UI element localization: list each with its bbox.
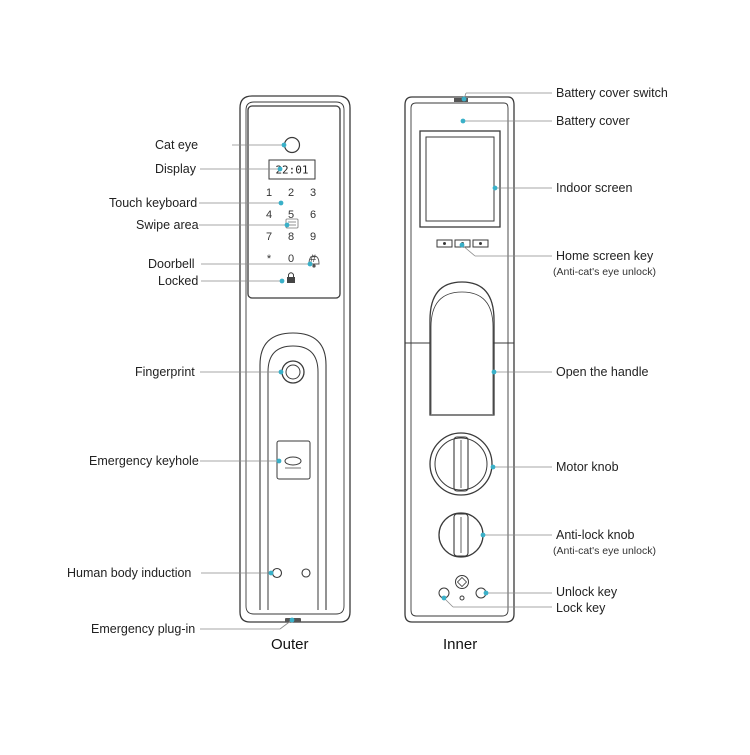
battery-cover-switch	[454, 98, 468, 102]
touch-keypad: 1 2 3 4 5 6 7 8 9 * 0 #	[266, 187, 317, 265]
fingerprint-sensor	[281, 360, 305, 384]
inner-handle	[429, 281, 495, 416]
locked-padlock-icon	[287, 272, 295, 283]
motor-knob-drawing	[429, 432, 493, 496]
keypad-key: 8	[288, 231, 294, 243]
label-motor-knob: Motor knob	[556, 460, 619, 474]
label-human-body-induction: Human body induction	[67, 566, 192, 580]
emergency-keyhole-cover	[276, 440, 311, 480]
leader-dots	[268, 96, 498, 623]
display-clock: 22:01	[275, 164, 308, 177]
label-fingerprint: Fingerprint	[135, 365, 195, 379]
human-body-induction-sensors	[271, 567, 311, 579]
doorbell-icon	[308, 255, 320, 268]
keypad-key: 2	[288, 187, 294, 199]
leader-lines	[199, 92, 552, 630]
keypad-key: 1	[266, 187, 272, 199]
caption-inner: Inner	[443, 636, 478, 653]
label-display: Display	[155, 162, 196, 176]
home-screen-keys	[436, 239, 489, 248]
keypad-key: 4	[266, 209, 272, 221]
inner-lock-body	[404, 96, 515, 623]
label-cat-eye: Cat eye	[155, 138, 199, 152]
anti-lock-knob-drawing	[438, 512, 484, 558]
label-home-screen-key: Home screen key	[556, 249, 654, 263]
label-emergency-plug-in: Emergency plug-in	[91, 622, 196, 636]
indoor-screen	[419, 130, 501, 228]
label-lock-key: Lock key	[556, 601, 606, 615]
keypad-key: #	[310, 253, 317, 265]
label-anti-lock-knob: Anti-lock knob	[556, 528, 635, 542]
label-touch-keyboard: Touch keyboard	[109, 196, 198, 210]
label-battery-cover: Battery cover	[556, 114, 630, 128]
label-emergency-keyhole: Emergency keyhole	[89, 454, 199, 468]
label-unlock-key: Unlock key	[556, 585, 618, 599]
display-window: 22:01	[268, 159, 316, 180]
keypad-key: 9	[310, 231, 316, 243]
outer-lock-body	[239, 95, 351, 623]
keypad-key: 5	[288, 209, 294, 221]
label-locked: Locked	[158, 274, 199, 288]
label-open-the-handle: Open the handle	[556, 365, 649, 379]
unlock-lock-buttons	[438, 575, 487, 601]
cat-eye-lens	[283, 136, 301, 154]
label-battery-cover-switch: Battery cover switch	[556, 86, 668, 100]
keypad-key: 0	[288, 253, 294, 265]
keypad-key: 7	[266, 231, 272, 243]
label-indoor-screen: Indoor screen	[556, 181, 633, 195]
keypad-key: *	[267, 253, 272, 265]
keypad-key: 6	[310, 209, 316, 221]
label-doorbell: Doorbell	[148, 257, 195, 271]
note-home-screen-key: (Anti-cat's eye unlock)	[553, 266, 656, 278]
note-anti-lock-knob: (Anti-cat's eye unlock)	[553, 545, 656, 557]
keypad-key: 3	[310, 187, 316, 199]
caption-outer: Outer	[271, 636, 309, 653]
label-swipe-area: Swipe area	[136, 218, 199, 232]
